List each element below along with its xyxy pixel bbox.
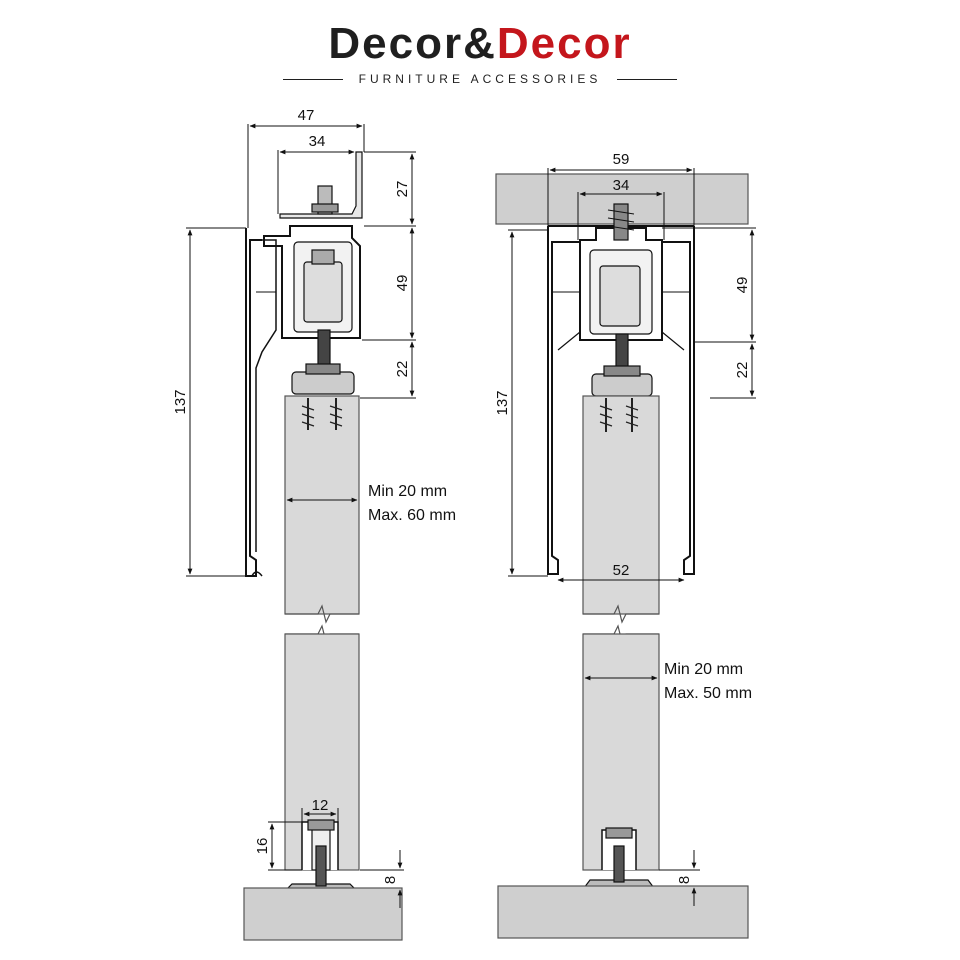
brand-name-part2: Decor <box>496 19 632 68</box>
left-door-upper <box>284 395 360 615</box>
left-dim-guide-height: 16 <box>254 838 271 855</box>
right-door-break-top <box>583 604 659 624</box>
left-dim-guide-width: 12 <box>312 797 329 814</box>
brand-ampersand: & <box>463 19 497 68</box>
left-wall-profile <box>245 228 277 577</box>
left-diagram <box>186 123 416 941</box>
brand-logo: Decor&Decor <box>0 18 960 70</box>
right-diagram <box>495 167 756 939</box>
brand-tagline: FURNITURE ACCESSORIES <box>352 72 608 86</box>
left-dim-overall-width: 47 <box>298 107 315 124</box>
left-floor-slab <box>243 887 403 941</box>
left-dim-carriage-height: 49 <box>394 275 411 292</box>
brand-header: Decor&Decor FURNITURE ACCESSORIES <box>0 0 960 100</box>
left-thickness-note-line1: Min 20 mm <box>368 483 447 500</box>
right-dimension-labels: 59 34 49 22 137 52 Min 20 mm Max. 50 mm … <box>494 151 752 884</box>
right-dim-ceiling-width: 59 <box>613 151 630 168</box>
brand-tagline-row: FURNITURE ACCESSORIES <box>0 70 960 90</box>
right-floor-slab <box>497 885 749 939</box>
left-dim-bracket-height: 27 <box>394 181 411 198</box>
left-carriage <box>263 225 361 395</box>
left-dim-floor-clearance: 8 <box>382 876 399 884</box>
right-dim-profile-width: 52 <box>613 562 630 579</box>
right-dim-track-width: 34 <box>613 177 630 194</box>
right-dimension-lines <box>508 167 756 906</box>
right-carriage <box>579 203 663 397</box>
left-door-break-top <box>285 604 359 624</box>
right-dim-gap-height: 22 <box>734 362 751 379</box>
left-dim-bracket-width: 34 <box>309 133 326 150</box>
left-dimension-labels: 47 34 27 49 22 137 Min 20 mm Max. 60 mm … <box>172 107 456 884</box>
right-dim-floor-clearance: 8 <box>676 876 693 884</box>
left-dimension-lines <box>186 123 416 908</box>
right-door-screws <box>599 398 639 432</box>
brand-name-part1: Decor <box>328 19 464 68</box>
left-thickness-note-line2: Max. 60 mm <box>368 507 456 524</box>
left-door-screws <box>301 398 343 430</box>
right-thickness-note-line1: Min 20 mm <box>664 661 743 678</box>
tagline-rule-left <box>283 79 343 80</box>
left-top-bracket <box>279 151 363 219</box>
left-dim-profile-height: 137 <box>172 389 189 414</box>
right-dim-carriage-height: 49 <box>734 277 751 294</box>
right-dim-profile-height: 137 <box>494 390 511 415</box>
right-thickness-note-line2: Max. 50 mm <box>664 685 752 702</box>
tagline-rule-right <box>617 79 677 80</box>
right-door-upper <box>582 395 660 615</box>
left-dim-gap-height: 22 <box>394 361 411 378</box>
